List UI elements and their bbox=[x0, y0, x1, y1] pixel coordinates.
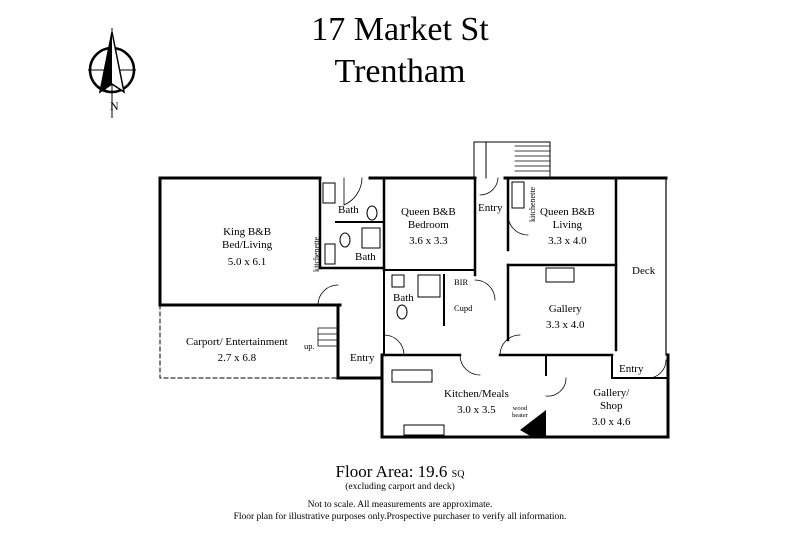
scale-disclaimer: Not to scale. All measurements are appro… bbox=[307, 500, 493, 510]
entry-top-label: Entry bbox=[478, 202, 503, 214]
floor-area-unit: SQ bbox=[451, 469, 465, 480]
gallery-shop-label: Gallery/ Shop 3.0 x 4.6 bbox=[592, 387, 631, 428]
carport-label: Carport/ Entertainment 2.7 x 6.8 bbox=[186, 336, 288, 364]
bath-mid-label: Bath bbox=[355, 251, 376, 263]
cupd-label: Cupd bbox=[454, 303, 473, 313]
kitchenette-label-right: kitchenette bbox=[528, 186, 537, 222]
floor-area-note: (excluding carport and deck) bbox=[345, 482, 455, 492]
compass-north-label: N bbox=[110, 99, 119, 113]
address-line-1: 17 Market St bbox=[311, 11, 489, 48]
address-line-2: Trentham bbox=[334, 53, 466, 90]
purpose-disclaimer: Floor plan for illustrative purposes onl… bbox=[233, 512, 567, 522]
entry-left-label: Entry bbox=[350, 352, 375, 364]
queen-living-label: Queen B&B Living 3.3 x 4.0 bbox=[540, 206, 595, 247]
bir-label: BIR bbox=[454, 277, 469, 287]
queen-bedroom-label: Queen B&B Bedroom 3.6 x 3.3 bbox=[401, 206, 456, 247]
gallery-label: Gallery 3.3 x 4.0 bbox=[546, 303, 585, 331]
kitchenette-label-left: kitchenette bbox=[312, 236, 321, 272]
north-compass-icon: N bbox=[80, 24, 144, 120]
wood-heater-label: wood heater bbox=[512, 405, 528, 419]
deck-label: Deck bbox=[632, 265, 656, 277]
floor-area-value: Floor Area: 19.6 bbox=[335, 462, 448, 481]
bath-top-label: Bath bbox=[338, 204, 359, 216]
floor-area: Floor Area: 19.6 SQ bbox=[0, 462, 800, 482]
bath-lower-label: Bath bbox=[393, 292, 414, 304]
kitchen-meals-label: Kitchen/Meals 3.0 x 3.5 bbox=[444, 388, 509, 416]
steps-up-label: up. bbox=[304, 341, 315, 351]
king-room-label: King B&B Bed/Living 5.0 x 6.1 bbox=[222, 226, 273, 268]
entry-right-label: Entry bbox=[619, 363, 644, 375]
